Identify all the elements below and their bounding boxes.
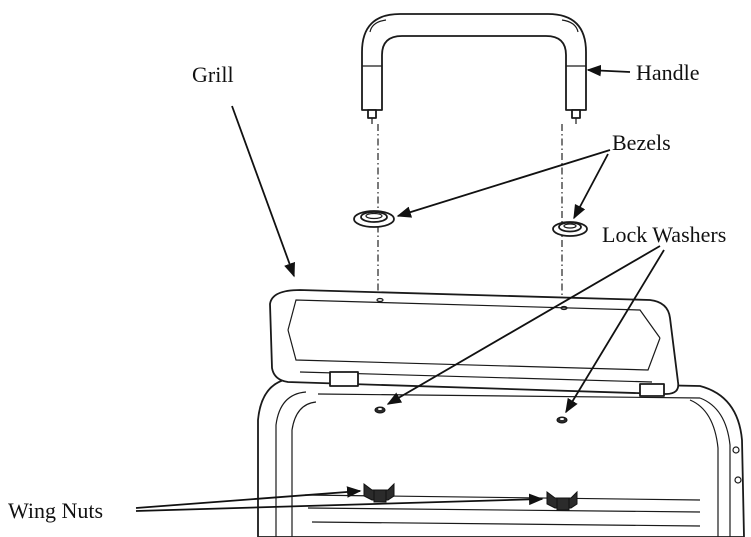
grill-leader-arrow: [231, 105, 295, 278]
lock-washer-leader-arrow-left: [386, 245, 661, 405]
lock-washer-left: [374, 406, 386, 414]
bezel-right: [552, 221, 588, 237]
wing-nut-left: [363, 482, 395, 503]
cooker-body: [257, 377, 745, 537]
wing-nut-right: [546, 490, 578, 511]
grill-label: Grill: [192, 62, 234, 87]
bezel-leader-arrow-left: [396, 149, 611, 218]
handle-label: Handle: [636, 60, 700, 85]
bezel-left: [353, 210, 395, 228]
handle-leader-arrow: [586, 64, 631, 77]
lock-washer-right: [556, 416, 568, 424]
handle-part: [361, 13, 587, 124]
wing-nuts-label: Wing Nuts: [8, 498, 103, 523]
bezels-label: Bezels: [612, 130, 671, 155]
bezel-leader-arrow-right: [573, 153, 609, 220]
grill-lid: [269, 289, 680, 397]
wing-nut-leader-arrow-left: [135, 486, 362, 509]
lock-washers-label: Lock Washers: [602, 222, 726, 247]
lock-washer-leader-arrow-right: [565, 249, 665, 414]
wing-nut-leader-arrow-right: [135, 493, 544, 512]
